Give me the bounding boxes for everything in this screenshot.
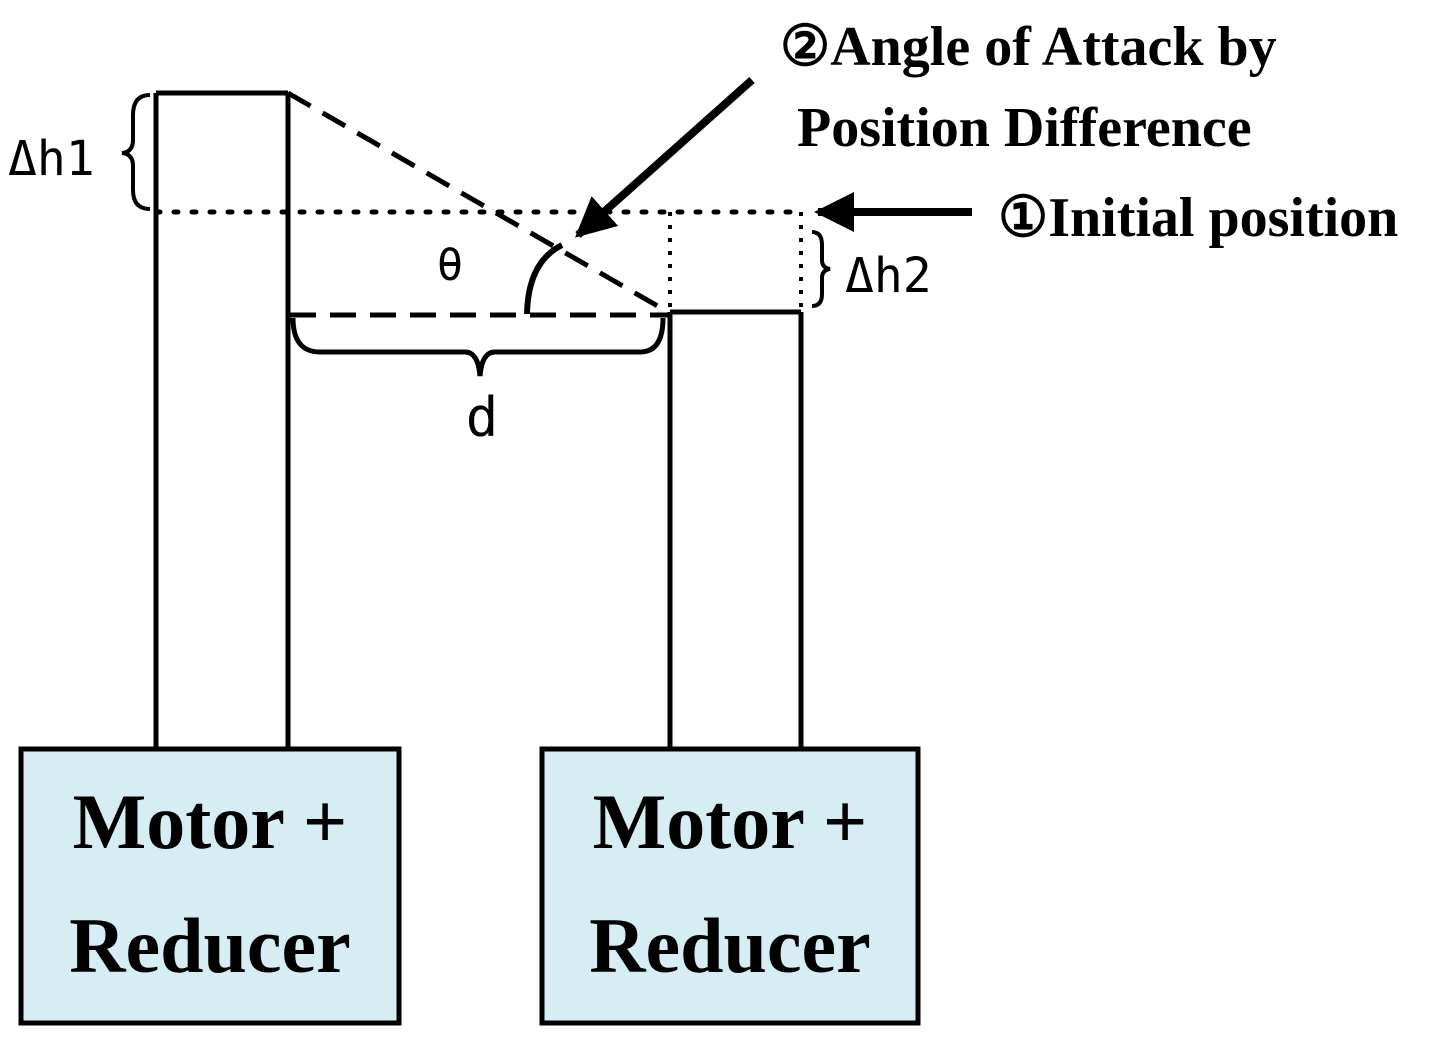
delta-h1-brace (121, 93, 151, 211)
angle-annotation-line2: Position Difference (797, 97, 1252, 159)
distance-brace (290, 317, 666, 377)
initial-position-annotation: ①Initial position (998, 187, 1398, 249)
right-column (667, 309, 804, 748)
motor-box-left (18, 746, 402, 1026)
distance-label: d (466, 386, 499, 449)
motor-box-right (539, 746, 921, 1026)
motor-box-right-line2: Reducer (589, 902, 871, 989)
angle-annotation-line1: ②Angle of Attack by (780, 16, 1277, 78)
theta-label: θ (437, 240, 464, 291)
angle-pointer-arrow (575, 77, 755, 238)
delta-h1-label: Δh1 (8, 131, 95, 187)
slope-dashed-line (286, 90, 670, 315)
motor-box-left-line1: Motor + (73, 778, 348, 865)
angle-arc (524, 242, 564, 315)
delta-h2-label: Δh2 (845, 248, 932, 304)
motor-box-left-line2: Reducer (69, 902, 351, 989)
motor-box-right-line1: Motor + (593, 778, 868, 865)
left-column (153, 90, 291, 748)
delta-h2-brace (811, 230, 831, 308)
